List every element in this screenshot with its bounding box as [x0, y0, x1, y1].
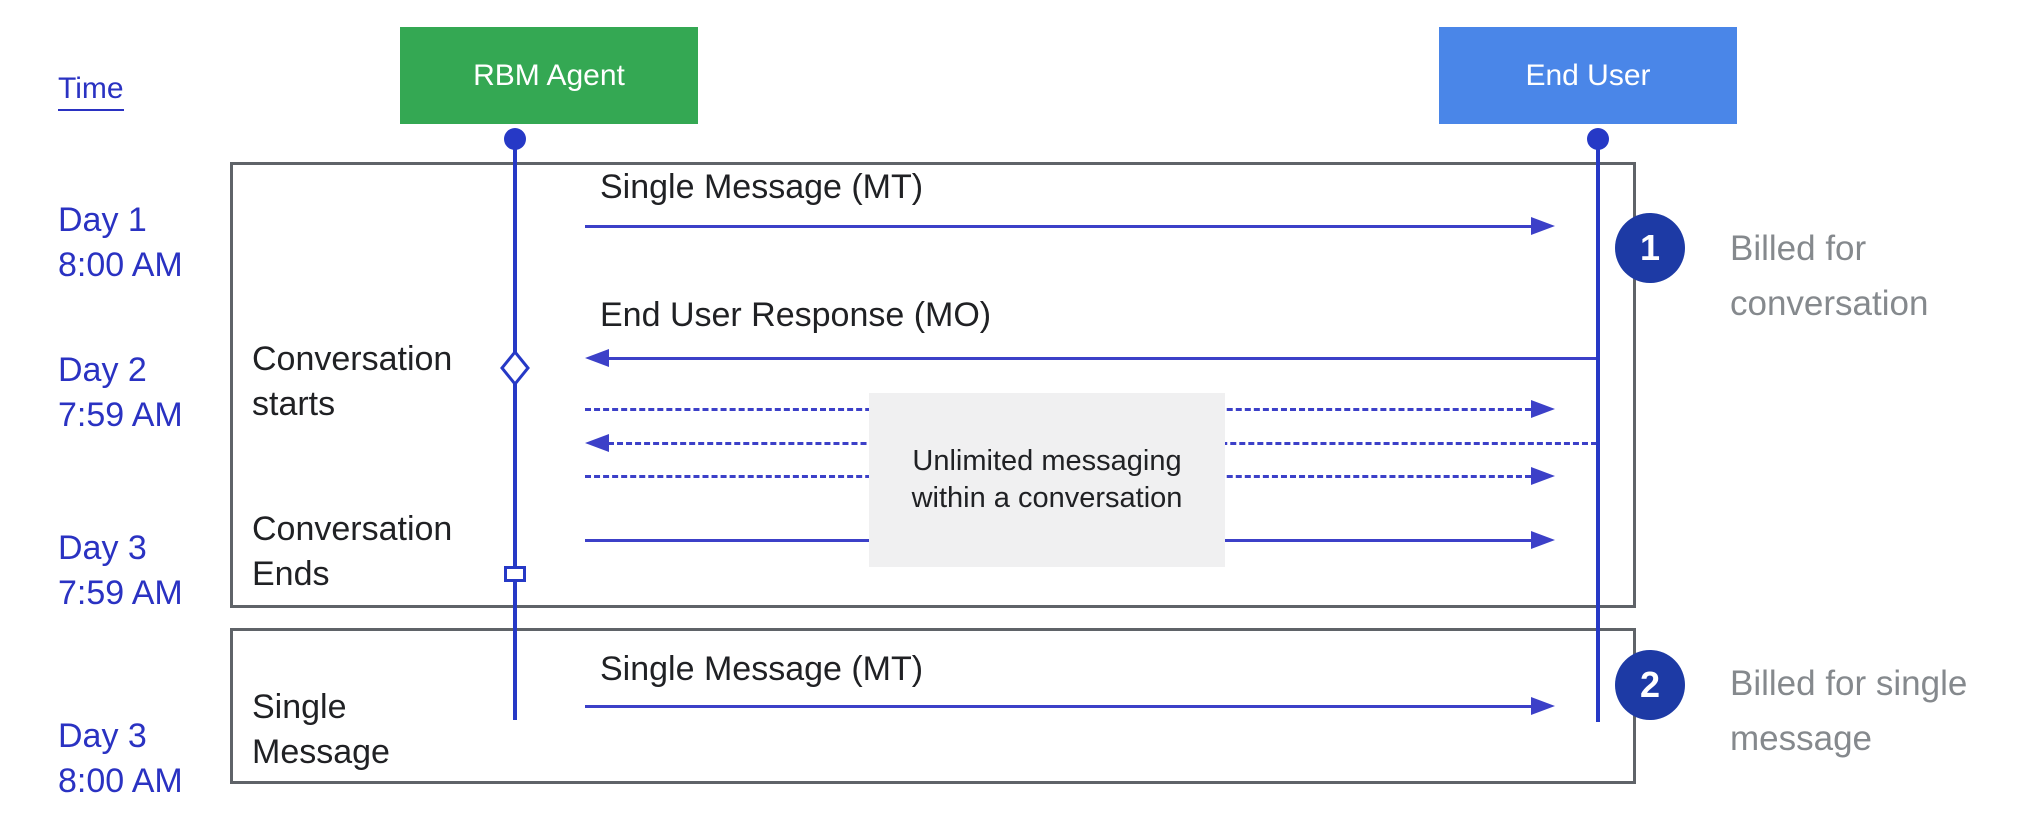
arrowhead-right-icon — [1531, 400, 1555, 418]
message-arrow-mt2 — [585, 705, 1531, 708]
timeline-label-day1: Day 1 8:00 AM — [58, 198, 183, 288]
billing-line: Billed for single — [1730, 664, 1968, 703]
note-line: Conversation — [252, 510, 453, 548]
conversation-starts-note: Conversation starts — [252, 337, 452, 427]
billing-line: message — [1730, 719, 1873, 758]
timeline-day: Day 2 — [58, 351, 147, 389]
timeline-time: 7:59 AM — [58, 396, 183, 434]
user-lifeline — [1596, 139, 1600, 722]
actor-box-rbm-agent: RBM Agent — [400, 27, 698, 124]
timeline-time: 8:00 AM — [58, 246, 183, 284]
message-arrow-mt1 — [585, 225, 1531, 228]
conversation-section-box — [230, 162, 1636, 608]
note-line: within a conversation — [911, 482, 1183, 514]
note-line: starts — [252, 385, 336, 423]
arrowhead-left-icon — [585, 349, 609, 367]
timeline-time: 8:00 AM — [58, 762, 183, 800]
timeline-day: Day 3 — [58, 717, 147, 755]
conversation-ends-note: Conversation Ends — [252, 507, 452, 597]
note-line: Single — [252, 688, 347, 726]
actor-label-end-user: End User — [1525, 58, 1651, 92]
billing-badge-1: 1 — [1615, 213, 1685, 283]
badge-number: 2 — [1639, 664, 1661, 705]
actor-label-rbm-agent: RBM Agent — [473, 58, 625, 92]
agent-lifeline — [513, 139, 517, 720]
note-line: Message — [252, 733, 390, 771]
actor-box-end-user: End User — [1439, 27, 1737, 124]
unlimited-messaging-note: Unlimited messaging within a conversatio… — [869, 393, 1225, 567]
conversation-end-square-icon — [504, 566, 526, 582]
billing-line: Billed for — [1730, 229, 1867, 268]
arrowhead-right-icon — [1531, 217, 1555, 235]
note-line: Ends — [252, 555, 330, 593]
timeline-day: Day 1 — [58, 201, 147, 239]
timeline-time: 7:59 AM — [58, 574, 183, 612]
note-line: Unlimited messaging — [912, 445, 1182, 477]
time-axis-label: Time — [58, 72, 124, 111]
timeline-label-day3-early: Day 3 7:59 AM — [58, 526, 183, 616]
billing-badge-2: 2 — [1615, 650, 1685, 720]
billing-note-1: Billed for conversation — [1730, 221, 1928, 331]
billing-note-2: Billed for single message — [1730, 656, 1967, 766]
message-label-mt1: Single Message (MT) — [600, 168, 924, 206]
badge-number: 1 — [1639, 227, 1661, 268]
message-label-mt2: Single Message (MT) — [600, 650, 924, 688]
timeline-day: Day 3 — [58, 529, 147, 567]
note-line: Conversation — [252, 340, 453, 378]
timeline-label-day2: Day 2 7:59 AM — [58, 348, 183, 438]
billing-line: conversation — [1730, 284, 1929, 323]
arrowhead-right-icon — [1531, 697, 1555, 715]
arrowhead-left-icon — [585, 434, 609, 452]
timeline-label-day3-late: Day 3 8:00 AM — [58, 714, 183, 804]
single-message-side-note: Single Message — [252, 685, 390, 775]
arrowhead-right-icon — [1531, 531, 1555, 549]
conversation-start-diamond-icon — [500, 350, 530, 386]
message-label-mo: End User Response (MO) — [600, 296, 992, 334]
message-arrow-mo — [608, 357, 1597, 360]
arrowhead-right-icon — [1531, 467, 1555, 485]
